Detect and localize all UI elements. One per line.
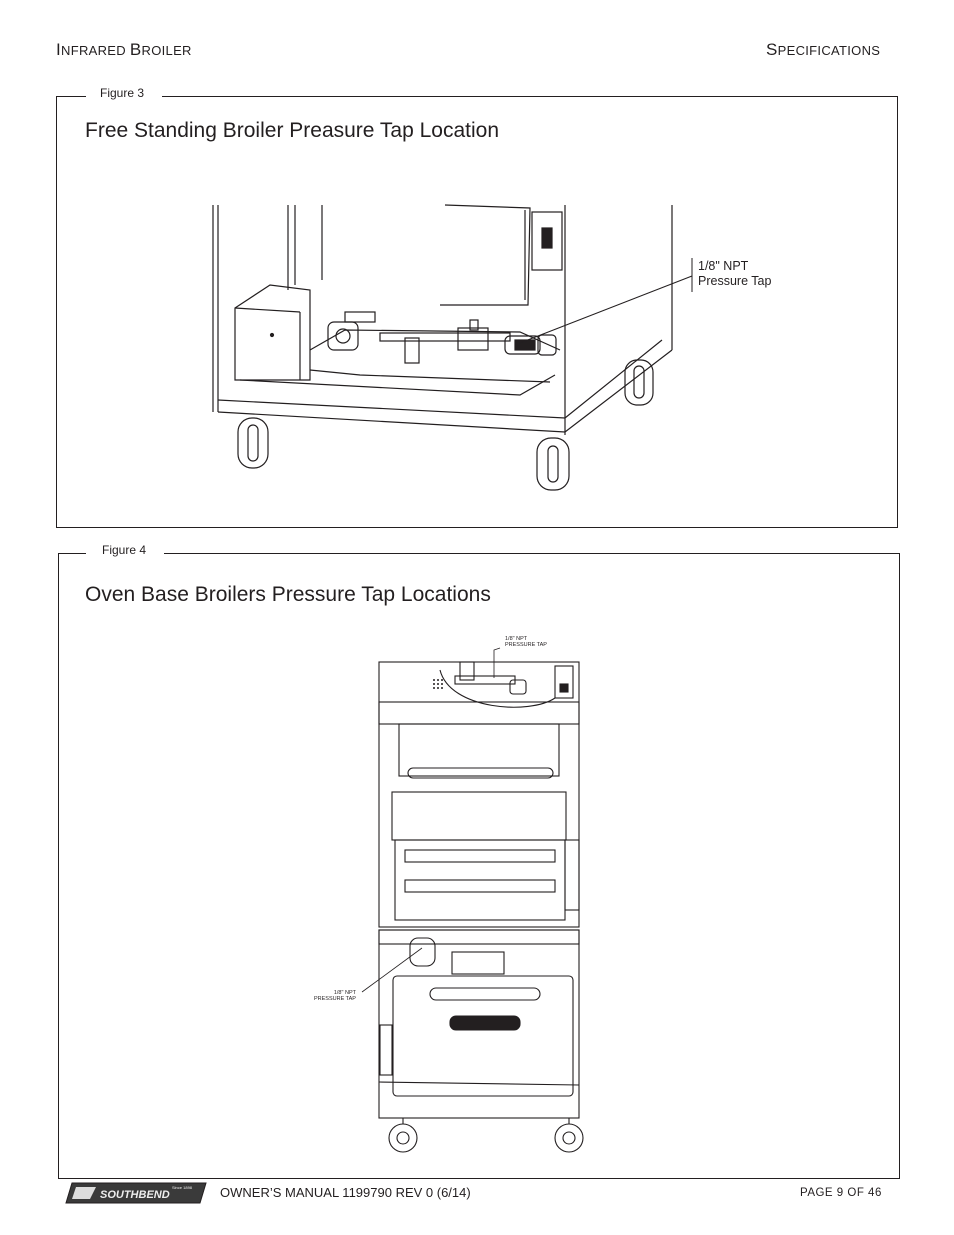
callout-line: PRESSURE TAP — [505, 642, 547, 648]
header-left-rest-2: ROILER — [141, 43, 192, 58]
page-number: PAGE 9 OF 46 — [800, 1187, 882, 1199]
figure4-frame — [58, 553, 900, 1179]
free-standing-broiler-illustration — [212, 204, 693, 491]
header-section-title: INFRARED BROILER — [56, 40, 192, 60]
oven-base-broiler-illustration — [361, 647, 584, 1153]
callout-line: PRESSURE TAP — [314, 996, 356, 1002]
callout-line: 1/8" NPT — [698, 259, 749, 273]
logo-since: Since 1898 — [172, 1185, 193, 1190]
southbend-logo: SOUTHBEND Since 1898 — [65, 1182, 207, 1204]
figure3-label: Figure 3 — [98, 86, 147, 100]
figure3-frame — [56, 96, 898, 528]
figure4-label: Figure 4 — [100, 543, 149, 557]
header-left-initial-2: B — [129, 40, 142, 59]
figure3-pressure-tap-callout: 1/8" NPT Pressure Tap — [698, 259, 771, 289]
figure3-title: Free Standing Broiler Preasure Tap Locat… — [85, 119, 500, 142]
figure4-title: Oven Base Broilers Pressure Tap Location… — [85, 583, 491, 606]
header-left-rest: NFRARED — [61, 43, 130, 58]
header-chapter-title: SPECIFICATIONS — [766, 40, 880, 60]
figure4-top-pressure-tap-callout: 1/8" NPT PRESSURE TAP — [505, 636, 547, 648]
figure4-bottom-pressure-tap-callout: 1/8" NPT PRESSURE TAP — [314, 990, 356, 1002]
callout-line: 1/8" NPT — [505, 636, 528, 642]
header-right-initial: S — [766, 40, 778, 59]
manual-reference: OWNER’S MANUAL 1199790 REV 0 (6/14) — [220, 1185, 471, 1200]
logo-text: SOUTHBEND — [100, 1189, 170, 1201]
callout-line: Pressure Tap — [698, 274, 772, 288]
header-left-initial: I — [56, 40, 62, 59]
callout-line: 1/8" NPT — [333, 990, 356, 996]
header-right-rest: PECIFICATIONS — [777, 43, 881, 58]
